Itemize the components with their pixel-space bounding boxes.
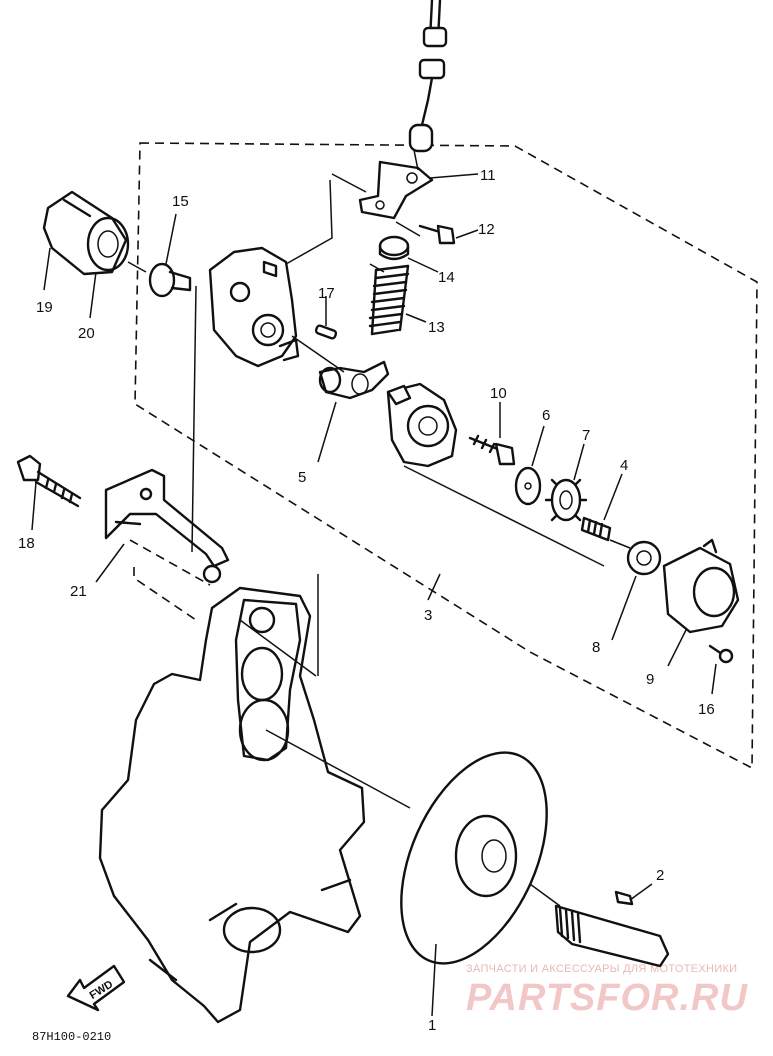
crankcase-icon	[98, 586, 366, 1024]
part-number-3: 3	[424, 607, 432, 624]
bracket-boundary	[129, 539, 211, 621]
bushing-icon	[42, 190, 130, 276]
part-number-21: 21	[70, 583, 87, 600]
rotor-disc-icon	[400, 751, 548, 965]
part-number-10: 10	[490, 385, 507, 402]
spring-icon	[368, 264, 410, 336]
seal-icon	[626, 540, 662, 576]
pin-icon	[314, 324, 338, 340]
shaft-icon	[554, 890, 670, 968]
part-number-19: 19	[36, 299, 53, 316]
gear-icon	[544, 478, 588, 522]
part-number-17: 17	[318, 285, 335, 302]
assembly-boundary	[134, 142, 758, 770]
watermark-tagline: ЗАПЧАСТИ И АКСЕССУАРЫ ДЛЯ МОТОТЕХНИКИ	[466, 963, 737, 975]
part-number-12: 12	[478, 221, 495, 238]
part-number-1: 1	[428, 1017, 436, 1034]
cap-screw-icon	[708, 644, 734, 664]
part-number-7: 7	[582, 427, 590, 444]
pump-bolt-icon	[468, 434, 516, 466]
collar-icon	[378, 235, 410, 261]
pump-cover-icon	[386, 382, 458, 468]
part-number-20: 20	[78, 325, 95, 342]
part-number-2: 2	[656, 867, 664, 884]
part-number-11: 11	[480, 167, 496, 184]
washer-icon	[514, 466, 542, 506]
diagram-code: 87H100-0210	[32, 1030, 111, 1044]
pump-shaft-icon	[318, 360, 390, 400]
plug-icon	[148, 262, 192, 298]
watermark-brand: PARTSFOR.RU	[466, 977, 748, 1019]
long-bolt-icon	[16, 454, 82, 508]
part-number-13: 13	[428, 319, 445, 336]
part-number-16: 16	[698, 701, 715, 718]
part-number-8: 8	[592, 639, 600, 656]
part-number-4: 4	[620, 457, 628, 474]
part-number-6: 6	[542, 407, 550, 424]
screw-icon	[580, 516, 612, 542]
lever-arm-icon	[358, 160, 434, 220]
small-bolt-icon	[418, 224, 456, 245]
fwd-arrow-icon: FWD	[66, 964, 126, 1012]
cap-icon	[662, 538, 740, 634]
pump-housing-icon	[208, 246, 300, 368]
cable-icon	[408, 0, 448, 153]
part-number-14: 14	[438, 269, 455, 286]
bracket-icon	[104, 468, 230, 584]
watermark: ЗАПЧАСТИ И АКСЕССУАРЫ ДЛЯ МОТОТЕХНИКИ PA…	[466, 963, 748, 1019]
leader-lines	[31, 149, 717, 1017]
part-number-9: 9	[646, 671, 654, 688]
part-number-labels: 11 12 14 13 17 5 10 6 7 4 3 8 9 16 15 19…	[18, 167, 715, 1034]
part-number-15: 15	[172, 193, 189, 210]
part-number-5: 5	[298, 469, 306, 486]
part-number-18: 18	[18, 535, 35, 552]
